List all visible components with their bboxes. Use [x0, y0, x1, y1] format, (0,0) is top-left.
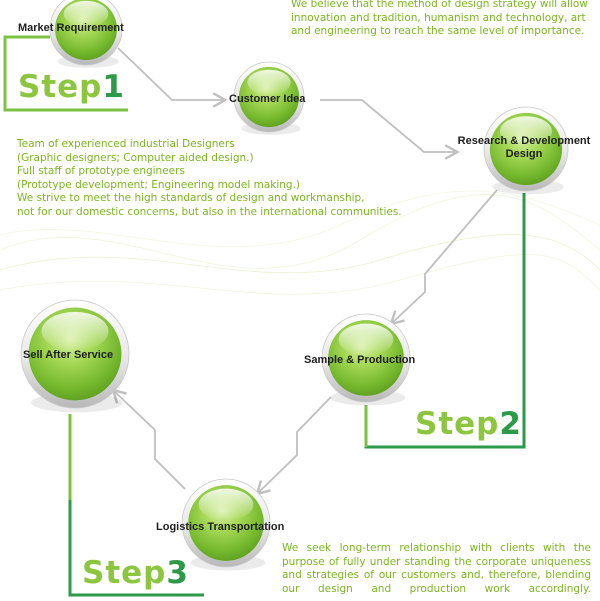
- team-line: not for our domestic concerns, but also …: [17, 205, 402, 218]
- step-word: Step: [18, 69, 103, 105]
- node-label-line: Design: [505, 148, 543, 160]
- node-logistics-transportation: [181, 478, 271, 571]
- node-sample-production: [321, 313, 411, 406]
- connector-arrows: [111, 47, 498, 496]
- arrow-research-to-sample: [389, 189, 498, 326]
- node-label-sample-production: Sample & Production: [304, 354, 416, 366]
- node-label-research-development: Research & Development Design: [449, 135, 599, 161]
- arrow-logistics-to-sell: [111, 388, 186, 490]
- arrow-customer-to-research: [320, 99, 460, 160]
- step-number: 2: [499, 406, 522, 442]
- team-line: (Graphic designers; Computer aided desig…: [17, 151, 254, 164]
- step-word: Step: [415, 406, 500, 442]
- node-highlight: [198, 488, 254, 521]
- step-number: 3: [166, 555, 189, 591]
- closing-line: our design and production work according…: [282, 582, 591, 595]
- closing-line: and strategies of our customers and, the…: [282, 569, 591, 581]
- node-label-sell-after-service: Sell After Service: [23, 349, 114, 361]
- background-waves: [0, 190, 600, 295]
- node-sell-after-service: [20, 299, 130, 413]
- arrow-market-to-customer: [117, 47, 228, 108]
- team-line: Full staff of prototype engineers: [17, 165, 185, 177]
- node-label-line: Research & Development: [457, 135, 591, 147]
- node-label-market-requirement: Market Requirement: [18, 22, 124, 34]
- node-highlight: [41, 311, 109, 351]
- team-line: We strive to meet the high standards of …: [17, 192, 365, 204]
- step2-label: Step2: [415, 409, 522, 440]
- node-highlight: [63, 0, 109, 27]
- step1-bracket: [3, 35, 128, 112]
- closing-paragraph: We seek long-term relationship with clie…: [282, 542, 591, 596]
- node-label-customer-idea: Customer Idea: [229, 93, 306, 105]
- step-brackets: [3, 35, 526, 597]
- step-number: 1: [102, 69, 125, 105]
- intro-line: and engineering to reach the same level …: [291, 25, 585, 37]
- node-customer-idea: [233, 61, 305, 135]
- intro-line: We believe that the method of design str…: [291, 0, 588, 10]
- arrow-sample-to-logistics: [255, 396, 332, 496]
- node-highlight: [247, 69, 291, 95]
- node-research-development: [483, 106, 569, 195]
- closing-line: purpose of fully under standing the corp…: [282, 555, 591, 568]
- team-line: (Prototype development; Engineering mode…: [17, 178, 301, 191]
- node-market-requirement: [49, 0, 123, 68]
- intro-line: innovation and tradition, humanism and t…: [291, 11, 586, 24]
- team-line: Team of experienced industrial Designers: [17, 138, 235, 150]
- step-word: Step: [82, 555, 167, 591]
- closing-line: We seek long-term relationship with clie…: [282, 542, 591, 554]
- intro-paragraph: We believe that the method of design str…: [291, 0, 596, 39]
- step3-label: Step3: [82, 558, 189, 589]
- node-label-logistics-transportation: Logistics Transportation: [156, 521, 285, 533]
- node-highlight: [499, 116, 553, 147]
- team-paragraph: Team of experienced industrial Designers…: [17, 138, 437, 219]
- node-highlight: [338, 323, 394, 356]
- step1-label: Step1: [18, 72, 125, 103]
